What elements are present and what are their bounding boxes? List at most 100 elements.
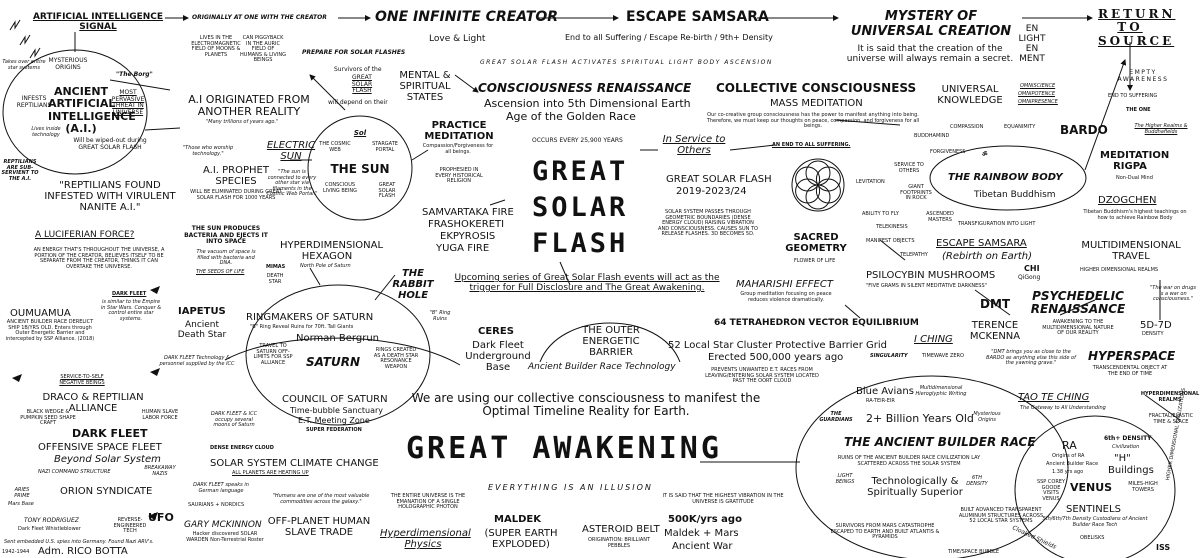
mystery-title: MYSTERY OF UNIVERSAL CREATION — [850, 9, 1012, 39]
outer-energetic-barrier: THE OUTER ENERGETIC BARRIER — [582, 325, 640, 359]
tetrahedron: 64 TETRAHEDRON VECTOR EQUILIBRIUM — [714, 318, 919, 328]
mysterious-origins: MYSTERIOUS ORIGINS — [48, 57, 88, 71]
sun-circle — [307, 115, 413, 221]
ringmakers: RINGMAKERS OF SATURN — [246, 312, 374, 323]
service-to-self: SERVICE-TO-SELF NEGATIVE BEINGS — [59, 374, 105, 386]
gsf-years: 2019-2023/24 — [676, 186, 747, 197]
saurians-nordics: SAURIANS + NORDICS — [188, 502, 245, 508]
om-symbol-icon: ॐ — [982, 151, 988, 158]
arrow-hex-saturn — [309, 267, 321, 286]
bardo: BARDO — [1060, 123, 1108, 137]
many-trillions: "Many trillions of years ago." — [206, 119, 279, 125]
maldek: MALDEK — [494, 514, 541, 525]
lives-in-field: LIVES IN THE ELECTROMAGNETIC FIELD OF MO… — [191, 35, 241, 58]
dmt-quote: "DMT brings you as close to the BARDO as… — [986, 349, 1076, 367]
ufo: UFO — [148, 511, 174, 524]
escape-samsara-title: ESCAPE SAMSARA — [626, 9, 769, 25]
timewave-zero: TIMEWAVE ZERO — [922, 353, 964, 359]
en-light-en-ment: EN LIGHT EN MENT — [1018, 24, 1046, 65]
upcoming-text: Upcoming series of Great Solar Flash eve… — [454, 273, 720, 294]
terence-mckenna: TERENCE MCKENNA — [969, 320, 1021, 343]
buddhamind: BUDDHAMIND — [914, 133, 950, 139]
hyperdimensional-physics: Hyperdimensional Physics — [380, 528, 471, 551]
can-piggyback: CAN PIGGYBACK IN THE AURIC FIELD OF HUMA… — [240, 35, 286, 64]
prophesied: PROPHESIED IN EVERY HISTORICAL RELIGION — [435, 167, 483, 185]
mental-spiritual: MENTAL & SPIRITUAL STATES — [399, 70, 451, 104]
sacred-geometry: SACRED GEOMETRY — [785, 232, 847, 255]
return-to-source: RETURN TO SOURCE — [1098, 7, 1176, 48]
obelisks: OBELISKS — [1080, 535, 1105, 541]
miles-high: MILES-HIGH TOWERS — [1128, 481, 1158, 493]
human-slave: HUMAN SLAVE LABOR FORCE — [141, 409, 179, 421]
norman-bergrun: Norman Bergrun — [296, 333, 380, 344]
arrow-flash-collective — [729, 144, 776, 151]
saturn-ring — [224, 337, 461, 366]
sentinels-text: 5th/6th/7th Density Custodians of Ancien… — [1042, 516, 1148, 528]
tibetan-buddhism: Tibetan Buddhism — [974, 190, 1056, 200]
climate-change: SOLAR SYSTEM CLIMATE CHANGE — [210, 458, 379, 469]
planets-heating: ALL PLANETS ARE HEATING UP — [232, 470, 309, 476]
flower-of-life: FLOWER OF LIFE — [794, 258, 836, 264]
ai-signal-text: ARTIFICIAL INTELLIGENCE SIGNAL — [32, 12, 164, 33]
arrow-ai-below — [144, 127, 181, 131]
dzogchen: DZOGCHEN — [1098, 195, 1157, 206]
sentinels: SENTINELS — [1066, 504, 1121, 515]
tao-te-ching: TAO TE CHING — [1018, 392, 1090, 403]
gsf-sun: GREAT SOLAR FLASH — [378, 182, 396, 200]
yuga-fire: YUGA FIRE — [436, 243, 490, 254]
saturn-circle — [245, 284, 431, 426]
ancient-war: Ancient War — [672, 541, 733, 552]
ceres: CERES — [478, 326, 514, 337]
death-star: DEATH STAR — [266, 273, 284, 285]
billion-yrs: 1.38 yrs ago — [1052, 469, 1084, 475]
origins-ra: Origins of RA — [1052, 453, 1085, 459]
multidimensional-travel: MULTIDIMENSIONAL TRAVEL — [1081, 240, 1181, 263]
the-one: THE ONE — [1126, 107, 1151, 113]
reptilians-found: "REPTILIANS FOUND INFESTED WITH VIRULENT… — [44, 180, 176, 214]
sun-quote: "The sun is connected to every other sta… — [266, 169, 318, 198]
ascension: Ascension into 5th Dimensional Earth — [484, 97, 691, 110]
maharishi-effect: MAHARISHI EFFECT — [736, 279, 833, 290]
techno-spirit: Technologically & Spiritually Superior — [867, 476, 963, 499]
local-star-cluster: 52 Local Star Cluster Protective Barrier… — [668, 340, 887, 351]
humans-valuable: "Humans are one of the most valuable com… — [272, 493, 370, 505]
electric-sun: ELECTRIC SUN — [266, 140, 316, 163]
ancient-builder-small: Ancient Builder Race — [1046, 461, 1099, 467]
dense-energy: DENSE ENERGY CLOUD — [210, 445, 274, 451]
draco-alliance: DRACO & REPTILIAN ALLIANCE — [42, 392, 144, 415]
frashokereti: FRASHOKERETI — [428, 219, 505, 230]
bottom-note: Sent embedded U.S. spies into Germany. F… — [4, 539, 154, 545]
orion-syndicate: ORION SYNDICATE — [60, 486, 153, 497]
meditation-rigpa: MEDITATION RIGPA — [1100, 150, 1170, 173]
oumuamua-text: ANCIENT BUILDER RACE DERELICT SHIP 1B/YR… — [5, 319, 95, 342]
equanimity-label: EQUANIMITY — [1004, 124, 1036, 130]
buildings: Buildings — [1108, 465, 1154, 476]
flower-of-life-icon — [791, 158, 845, 212]
built-advanced: BUILT ADVANCED TRANSPARENT ALUMINUM STRU… — [958, 507, 1044, 525]
survivors-mars: SURVIVORS FROM MARS CATASTROPHE ESCAPED … — [830, 523, 940, 541]
rainbow-ellipse — [929, 145, 1087, 211]
black-wedge: BLACK WEDGE & PUMPKIN SEED SHAPE CRAFT — [20, 409, 76, 427]
origination: ORIGINATION: BRILLIANT PEBBLES — [587, 537, 651, 549]
gsf-title: GREAT SOLAR FLASH — [666, 174, 772, 185]
luciferian-force: A LUCIFERIAN FORCE? — [35, 230, 135, 240]
five-grams: "FIVE GRAMS IN SILENT MEDITATIVE DARKNES… — [866, 283, 987, 289]
civilization: Civilization — [1112, 444, 1140, 450]
fractal-time: FRACTAL/ELASTIC TIME & SPACE — [1148, 413, 1194, 425]
rainbow-body: THE RAINBOW BODY — [948, 172, 1063, 183]
stargate-portal: STARGATE PORTAL — [372, 141, 398, 153]
gary-text: Hacker discovered SOLAR WARDEN Non-Terre… — [186, 531, 264, 543]
vacuum-space: The vacuum of space is filled with bacte… — [196, 249, 256, 267]
et-meeting: E.T. Meeting Zone — [298, 416, 370, 425]
levitation: LEVITATION — [856, 179, 885, 185]
activates-label: GREAT SOLAR FLASH ACTIVATES SPIRITUAL LI… — [480, 59, 773, 66]
ekpyrosis: EKPYROSIS — [440, 231, 496, 242]
golden-age: Age of the Golden Race — [506, 110, 636, 123]
telepathy: TELEPATHY — [900, 252, 928, 258]
dark-fleet-underground: Dark Fleet Underground Base — [465, 340, 531, 374]
sun-produces: THE SUN PRODUCES BACTERIA AND EJECTS IT … — [184, 225, 268, 246]
great-word: GREAT — [532, 156, 629, 187]
adm-rico-botta: Adm. RICO BOTTA — [38, 546, 128, 557]
council-saturn: COUNCIL OF SATURN — [282, 394, 388, 405]
erected: Erected 500,000 years ago — [708, 352, 844, 363]
